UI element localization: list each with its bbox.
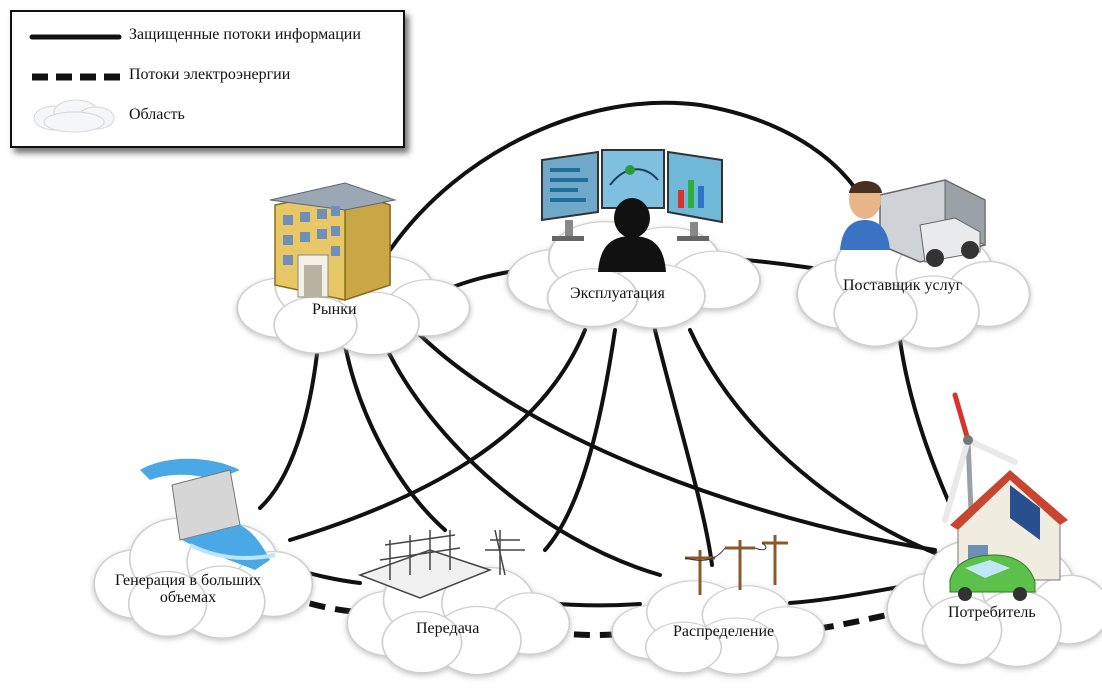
- link-markets-generation: [258, 343, 320, 510]
- label-bulk-generation: Генерация в больших объемах: [115, 572, 261, 606]
- operator-silhouette: [598, 198, 666, 272]
- label-operations: Эксплуатация: [570, 285, 665, 302]
- link-provider-customer: [898, 338, 952, 507]
- label-bulk-generation-line2: объемах: [159, 589, 217, 606]
- label-distribution: Распределение: [673, 623, 775, 640]
- utility-poles-icon: [684, 535, 788, 595]
- building-icon: [269, 182, 397, 302]
- legend-row-domain: Область: [12, 99, 403, 133]
- electric-car-icon: [949, 554, 1036, 601]
- link-markets-provider: [388, 100, 872, 252]
- link-operations-generation: [288, 328, 587, 542]
- link-operations-customer: [688, 328, 942, 557]
- legend-solid-label: Защищенные потоки информации: [129, 26, 361, 43]
- link-markets-distribution: [383, 343, 662, 577]
- technician-icon: [840, 180, 890, 250]
- legend-solid-line: [29, 34, 122, 40]
- substation-icon: [357, 529, 525, 599]
- label-markets: Рынки: [312, 301, 357, 318]
- monitor-left: [541, 150, 599, 241]
- hydro-dam-icon: [140, 458, 276, 570]
- legend-dashed-line: [32, 73, 122, 81]
- legend-dashed-label: Потоки электроэнергии: [129, 66, 291, 83]
- legend-row-power: Потоки электроэнергии: [12, 62, 403, 92]
- link-operations-distribution: [653, 328, 714, 567]
- link-operations-provider: [743, 258, 814, 270]
- monitor-center: [601, 149, 665, 209]
- legend: Защищенные потоки информации Потоки элек…: [10, 10, 405, 148]
- link-markets-customer: [418, 333, 937, 552]
- label-customer: Потребитель: [948, 604, 1036, 621]
- link-markets-transmission: [343, 343, 447, 532]
- label-service-provider: Поставщик услуг: [843, 277, 963, 294]
- label-transmission: Передача: [416, 620, 480, 637]
- legend-cloud-icon: [33, 99, 115, 133]
- link-distribution-customer: [788, 584, 907, 605]
- legend-row-info: Защищенные потоки информации: [12, 22, 403, 52]
- link-operations-transmission: [543, 328, 617, 552]
- info-flow-lines: [258, 100, 952, 608]
- legend-cloud-label: Область: [129, 106, 185, 123]
- service-truck-icon: [879, 179, 986, 267]
- label-bulk-generation-line1: Генерация в больших: [115, 572, 262, 589]
- control-room-icon: [541, 149, 723, 272]
- house-icon: [950, 470, 1068, 581]
- monitor-right: [667, 150, 723, 241]
